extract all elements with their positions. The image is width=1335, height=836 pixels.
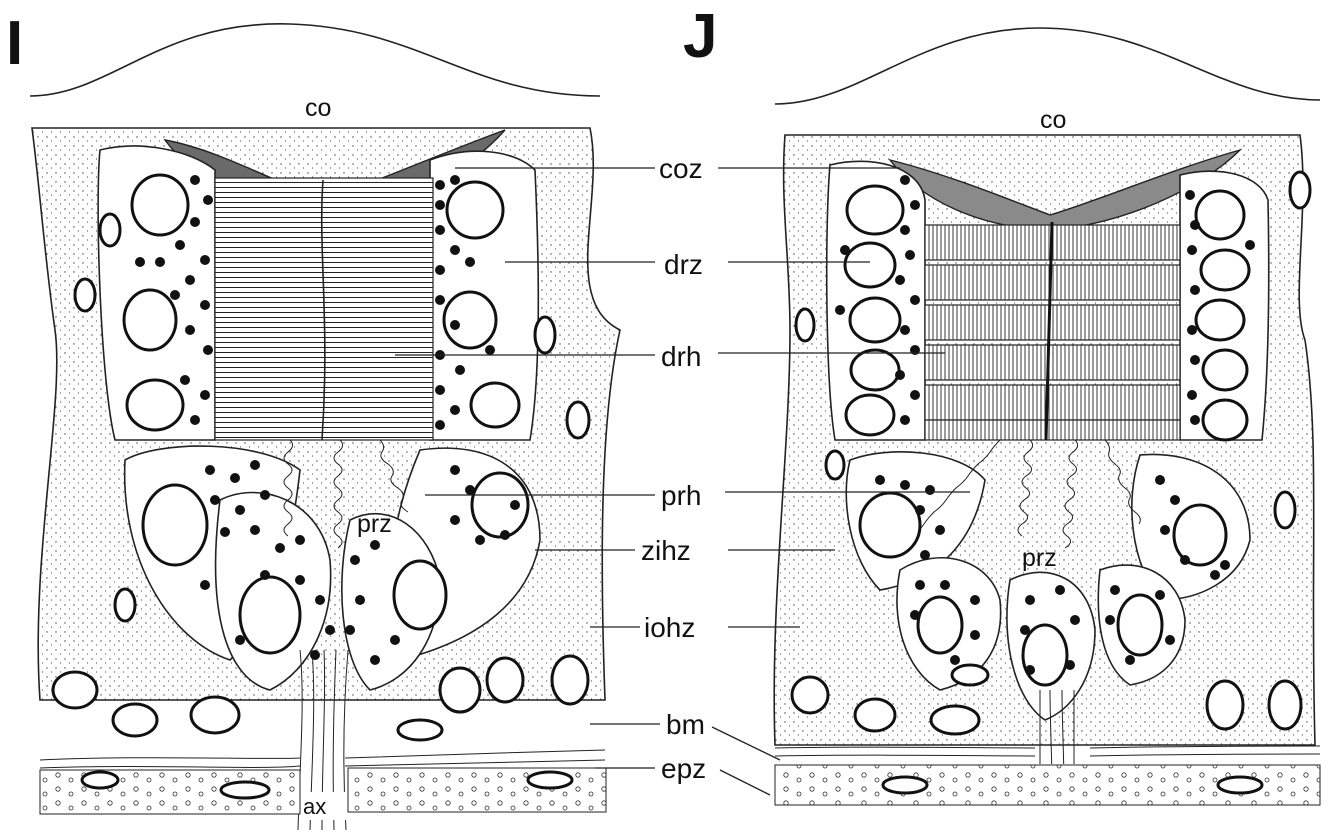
cuticle-outline-j xyxy=(775,28,1320,104)
basement-membrane-j xyxy=(775,746,1320,756)
label-bm: bm xyxy=(666,709,705,740)
label-iohz: iohz xyxy=(644,612,695,643)
label-ax-i: ax xyxy=(303,794,326,819)
label-prz-j: prz xyxy=(1022,544,1057,572)
label-drz: drz xyxy=(664,249,703,280)
label-drh: drh xyxy=(661,341,701,372)
label-coz: coz xyxy=(659,153,703,184)
panel-j: J co ax xyxy=(683,2,1320,805)
label-epz: epz xyxy=(661,753,706,784)
label-prh: prh xyxy=(661,480,701,511)
panel-letter-i: I xyxy=(6,9,23,78)
panel-letter-j: J xyxy=(683,2,717,71)
panel-i: I co ax xyxy=(6,9,620,830)
label-prz-i: prz xyxy=(357,510,392,538)
cuticle-outline xyxy=(30,24,600,96)
label-co: co xyxy=(305,94,331,122)
label-zihz: zihz xyxy=(641,535,691,566)
label-co-j: co xyxy=(1040,106,1066,134)
